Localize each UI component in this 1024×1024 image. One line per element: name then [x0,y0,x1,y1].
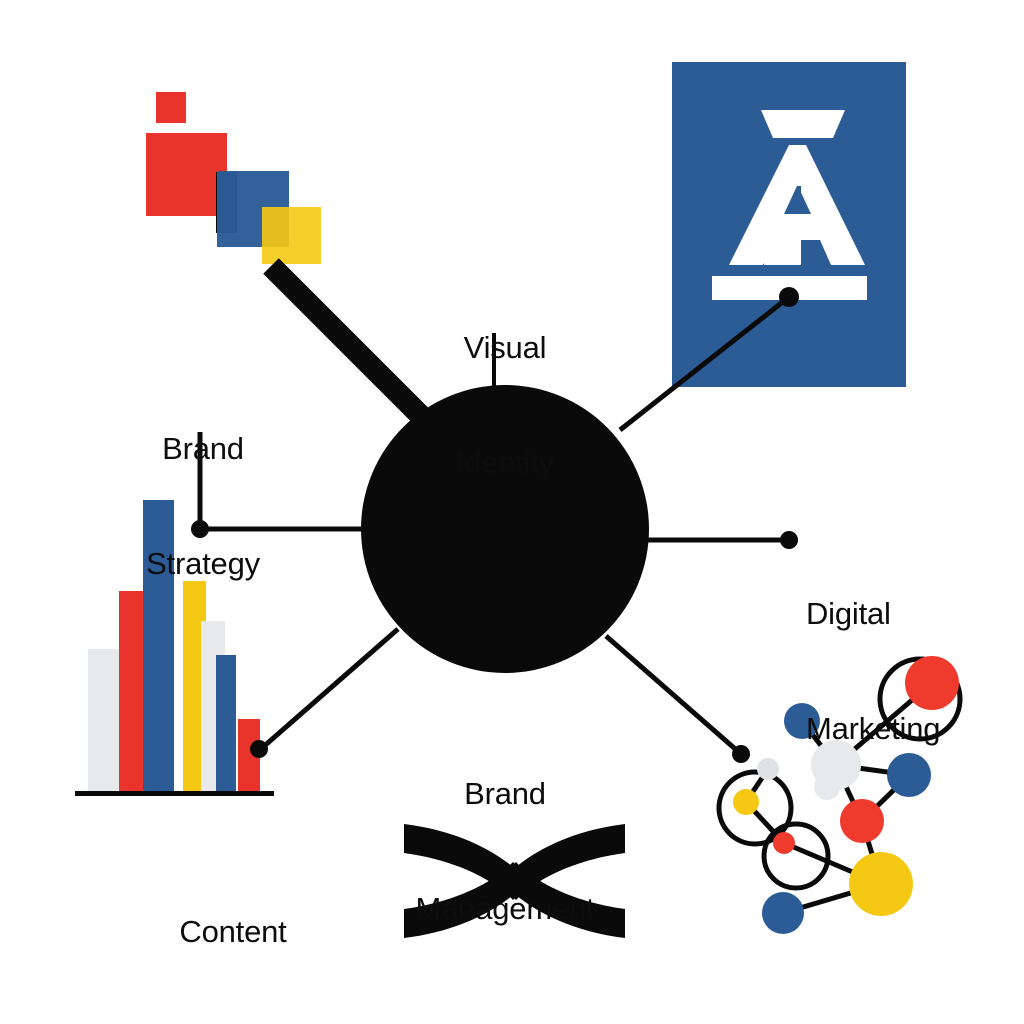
network-node-red-3 [773,832,795,854]
label-brand-management[interactable]: Brand Management [385,698,625,1006]
network-node-red-1 [905,656,959,710]
label-visual-identity[interactable]: Visual Identity [385,252,625,560]
network-node-blue-2 [887,753,931,797]
network-node-yellow-1 [849,852,913,916]
label-digital-marketing-line2: Marketing [806,711,941,747]
label-content-creation[interactable]: Content Creation [113,836,353,1024]
bowtie-mark-illustration[interactable] [404,824,625,938]
network-node-gray-2 [814,774,840,800]
letter-a-counter-right [798,186,811,214]
label-brand-strategy[interactable]: Brand Strategy [83,353,323,661]
square-yellow [262,207,321,264]
squares-composition-illustration[interactable] [146,92,321,264]
square-red-large [146,133,227,216]
bar-4 [183,581,206,792]
label-brand-management-line2: Management [415,891,595,927]
network-nodes [733,656,959,934]
label-visual-identity-line1: Visual [463,329,547,365]
label-digital-marketing[interactable]: Digital Marketing [806,518,1024,826]
label-digital-marketing-line1: Digital [806,595,891,631]
network-node-red-2 [840,799,884,843]
network-ring-2 [716,769,794,847]
dot-content-creation [250,740,268,758]
network-node-yellow-2 [733,789,759,815]
spoke-visual-identity-thick [263,258,438,433]
dot-logo-mark [779,287,799,307]
dot-digital-marketing [780,531,798,549]
bar-chart-baseline [75,791,274,796]
label-brand-strategy-line1: Brand [162,430,244,466]
bowtie-arc-bottom-left [404,862,530,938]
dot-brand-strategy [191,520,209,538]
bowtie-arc-bottom-right [499,862,625,938]
hub-circle[interactable] [361,385,649,673]
label-brand-management-line1: Brand [464,775,546,811]
logo-mark-illustration[interactable] [672,62,906,387]
logo-trapezoid-icon [761,110,845,138]
network-node-blue-3 [762,892,804,934]
network-cluster-illustration[interactable] [716,656,963,934]
bar-6 [216,655,236,792]
spoke-content-creation [260,627,400,750]
label-content-creation-line1: Content [179,913,287,949]
square-red-small [156,92,186,123]
bar-chart-illustration[interactable] [75,500,274,796]
label-brand-strategy-line2: Strategy [146,546,260,582]
spoke-logo-mark [618,295,791,432]
network-node-gray-3 [757,758,779,780]
bar-3 [143,500,174,792]
dot-network-cluster [732,745,750,763]
connector-dots [191,287,799,763]
label-visual-identity-line2: Identity [455,445,555,481]
network-node-blue-1 [784,703,820,739]
bar-7 [238,719,260,792]
letter-a-counter [784,186,801,214]
spoke-network-cluster [604,634,743,756]
network-ring-3 [761,821,831,891]
bar-1 [88,649,121,792]
